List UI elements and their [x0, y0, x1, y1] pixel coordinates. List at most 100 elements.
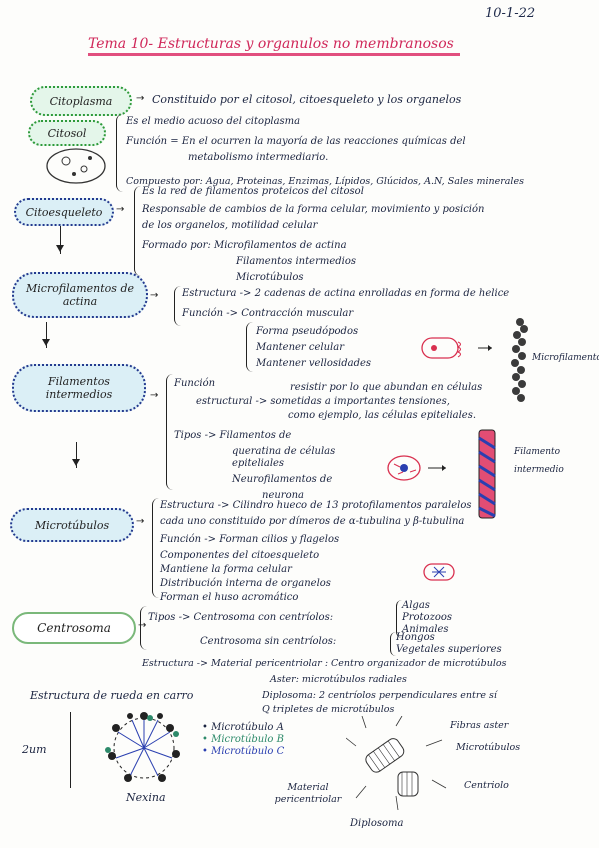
filamentos-line-7: Neurofilamentos de [232, 474, 333, 485]
filamentos-line-6: epiteliales [232, 458, 285, 469]
centrosoma-line-2: Protozoos [402, 612, 453, 623]
bullet-icon: • [202, 722, 208, 733]
citoplasma-label: Citoplasma [49, 94, 113, 108]
citoesqueleto-line-3: Formado por: Microfilamentos de actina [142, 240, 347, 251]
microfilamentos-line-3: Mantener celular [256, 342, 344, 353]
citoesqueleto-line-2: de los organelos, motilidad celular [142, 220, 318, 231]
filamentos-line-3: como ejemplo, las células epiteliales. [288, 410, 477, 421]
microfilamentos-line-4: Mantener vellosidades [256, 358, 372, 369]
centrosoma-line-9: Diplosoma: 2 centríolos perpendiculares … [262, 690, 497, 701]
microtubulos-line-2: Función -> Forman cilios y flagelos [160, 534, 340, 545]
date: 10-1-22 [485, 6, 536, 21]
citosol-line-0: Es el medio acuoso del citoplasma [126, 116, 301, 127]
citosol-cloud: Citosol [28, 120, 106, 146]
microfilamentos-line-1: Función -> Contracción muscular [182, 308, 354, 319]
microtubulos-line-6: Forman el huso acromático [160, 592, 299, 603]
legend-b-label: Microtúbulo B [211, 734, 284, 745]
microtubulos-line-1: cada uno constituido por dímeros de α-tu… [160, 516, 465, 527]
pseudopod-cell-icon [421, 337, 492, 359]
filamento-figure-label-1: Filamento [514, 447, 561, 457]
filamento-figure-label-2: intermedio [514, 465, 564, 475]
filamentos-line-8: neurona [262, 490, 305, 501]
epithelial-cell-icon [387, 455, 446, 481]
filamentos-line-2: estructural -> sometidas a importantes t… [196, 396, 450, 407]
arrow-icon: → [150, 390, 159, 401]
arrow-icon: → [136, 93, 145, 104]
citoesqueleto-line-5: Microtúbulos [236, 272, 304, 283]
microfilamentos-cloud: Microfilamentos de actina [12, 272, 148, 318]
microfilamento-figure-label: Microfilamento [532, 353, 599, 363]
cartwheel-icon [105, 712, 180, 782]
centrosoma-line-0: Tipos -> Centrosoma con centríolos: [148, 612, 334, 623]
microfilamentos-label: Microfilamentos de actina [26, 282, 134, 308]
microfilamento-helix-icon [511, 318, 528, 402]
page-title: Tema 10- Estructuras y organulos no memb… [88, 36, 460, 56]
citosol-brace [116, 114, 123, 192]
down-arrow-icon [72, 442, 80, 468]
citoesqueleto-cloud: Citoesqueleto [14, 198, 114, 226]
centrosoma-line-3: Animales [402, 624, 449, 635]
citosol-label: Citosol [47, 126, 87, 140]
centrosoma-line-6: Vegetales superiores [396, 644, 502, 655]
microtubulos-line-0: Estructura -> Cilindro hueco de 13 proto… [160, 500, 472, 511]
citoesqueleto-line-4: Filamentos intermedios [236, 256, 356, 267]
cell-icon [46, 148, 106, 184]
legend-b: • Microtúbulo B [202, 734, 284, 746]
citosol-line-2: metabolismo intermediario. [188, 152, 329, 163]
microtubulos-line-5: Distribución interna de organelos [160, 578, 331, 589]
scale-bar [70, 712, 71, 788]
citosol-line-1: Función = En el ocurren la mayoría de la… [126, 136, 466, 147]
citoplasma-cloud: Citoplasma [30, 86, 132, 116]
citoplasma-text: Constituido por el citosol, citoesquelet… [152, 93, 462, 106]
centrosoma-line-7: Estructura -> Material pericentriolar : … [142, 658, 507, 669]
filamentos-line-4: Tipos -> Filamentos de [174, 430, 292, 441]
centrosoma-line-4: Centrosoma sin centríolos: [200, 636, 337, 647]
centrosoma-line-8: Aster: microtúbulos radiales [270, 674, 407, 685]
citoesqueleto-brace [134, 186, 141, 276]
bullet-icon: • [202, 734, 208, 745]
filamento-intermedio-icon [478, 429, 496, 519]
filamentos-brace [166, 374, 173, 490]
down-arrow-icon [42, 322, 50, 348]
citoesqueleto-label: Citoesqueleto [25, 205, 103, 219]
funcion-brace [246, 322, 253, 372]
legend-c-label: Microtúbulo C [211, 746, 285, 757]
huso-cell-icon [423, 563, 455, 581]
microtubulos-label: Microtúbulos [34, 518, 110, 532]
filamentos-line-0: Función [174, 378, 216, 389]
filamentos-label: Filamentos intermedios [45, 375, 113, 401]
fibras-aster-label: Fibras aster [450, 720, 509, 731]
microfilamentos-line-0: Estructura -> 2 cadenas de actina enroll… [182, 288, 510, 299]
arrow-icon: → [116, 204, 125, 215]
diplosoma-label: Diplosoma [350, 818, 404, 829]
diplosoma-icon [346, 716, 447, 811]
centrosoma-line-1: Algas [402, 600, 430, 611]
legend-a: • Microtúbulo A [202, 722, 284, 734]
centrosoma-label: Centrosoma [37, 620, 111, 635]
down-arrow-icon [56, 226, 64, 254]
arrow-icon: → [136, 516, 145, 527]
figure-title: Estructura de rueda en carro [30, 689, 194, 702]
legend-a-label: Microtúbulo A [211, 722, 284, 733]
microtubulos-cloud: Microtúbulos [10, 508, 134, 542]
bullet-icon: • [202, 746, 208, 757]
centrosoma-cloud: Centrosoma [12, 612, 136, 644]
nexina-label: Nexina [126, 791, 166, 804]
material-label: Material pericentriolar [274, 782, 342, 805]
centrosoma-brace [140, 606, 147, 650]
microfilamentos-brace [174, 286, 181, 326]
filamentos-line-1: resistir por lo que abundan en células [290, 382, 483, 393]
legend-c: • Microtúbulo C [202, 746, 284, 758]
citosol-line-3: Compuesto por: Agua, Proteinas, Enzimas,… [126, 176, 524, 187]
centrosoma-line-5: Hongos [396, 632, 435, 643]
citoesqueleto-line-1: Responsable de cambios de la forma celul… [142, 204, 485, 215]
microtubulos-brace [152, 498, 159, 598]
microtubulos-diagram-label: Microtúbulos [456, 742, 521, 753]
arrow-icon: → [138, 620, 147, 631]
microfilamentos-line-2: Forma pseudópodos [256, 326, 359, 337]
filamentos-cloud: Filamentos intermedios [12, 364, 146, 412]
centriolo-label: Centriolo [464, 780, 509, 791]
citoesqueleto-line-0: Es la red de filamentos proteicos del ci… [142, 186, 364, 197]
scale-label: 2um [22, 743, 47, 756]
sin-centriolos-brace [390, 632, 396, 656]
